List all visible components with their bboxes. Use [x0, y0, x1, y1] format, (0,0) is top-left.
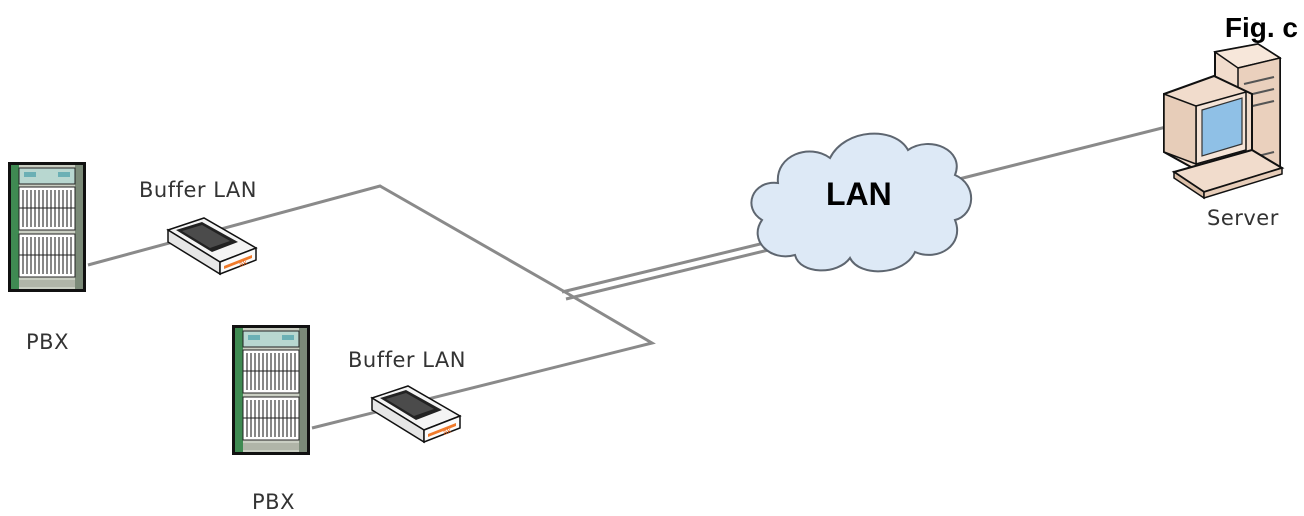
- pbx-rack-icon-2: [231, 324, 311, 456]
- link-junction-lan-b: [565, 243, 790, 301]
- pbx-label-2: PBX: [252, 490, 295, 514]
- link-junction-lan-a: [561, 236, 786, 294]
- figure-label: Fig. c: [1224, 12, 1298, 43]
- buffer-device-icon-1: [167, 217, 257, 275]
- lan-cloud-icon: [750, 132, 973, 273]
- server-computer-icon: [1163, 42, 1285, 200]
- server-label: Server: [1207, 206, 1279, 230]
- lan-label: LAN: [826, 176, 892, 212]
- pbx-rack-icon-1: [7, 161, 87, 293]
- pbx-label-1: PBX: [26, 330, 69, 354]
- link-lan-server: [954, 124, 1171, 182]
- buffer-lan-label-2: Buffer LAN: [348, 348, 466, 372]
- buffer-lan-label-1: Buffer LAN: [139, 178, 257, 202]
